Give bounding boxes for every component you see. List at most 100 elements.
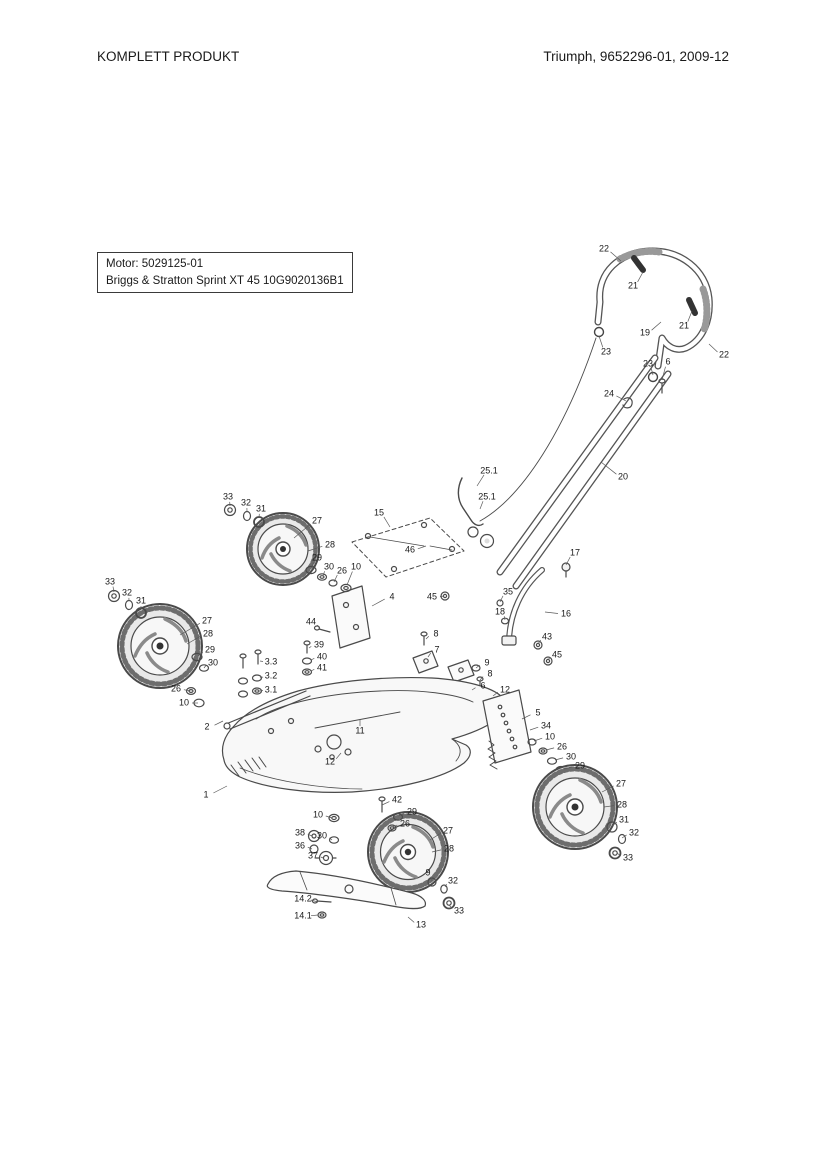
callout-leader-line [565, 556, 571, 566]
part-callout: 10 [545, 731, 555, 741]
part-callout: 28 [325, 539, 335, 549]
callout-leader-line [448, 904, 453, 909]
callout-leader-line [650, 368, 654, 376]
callout-leader-line [708, 343, 718, 353]
callout-leader-line [601, 785, 614, 793]
rear-flap [230, 756, 267, 777]
callout-leader-line [687, 310, 693, 322]
callout-leader-line [661, 366, 666, 381]
part-callout: 26 [337, 565, 347, 575]
callout-leader-line [310, 914, 319, 917]
handle-bracket [501, 562, 571, 646]
part-callout: 18 [495, 606, 505, 616]
part-callout: 26 [171, 683, 181, 693]
callout-leader-line [308, 646, 312, 649]
part-callout: 42 [392, 794, 402, 804]
part-callout: 6 [480, 680, 485, 690]
part-callout: 31 [619, 814, 629, 824]
bracket-bolt [561, 562, 571, 572]
blade-adapter [318, 850, 334, 866]
part-callout: 10 [179, 697, 189, 707]
part-callout: 23 [601, 346, 611, 356]
part-callout: 4 [389, 591, 394, 601]
part-callout: 1 [203, 789, 208, 799]
part-callout: 7 [434, 644, 439, 654]
callout-leader-line [600, 461, 617, 475]
part-callout: 37 [308, 850, 318, 860]
callout-leader-line [310, 668, 315, 672]
part-callout: 21 [679, 320, 689, 330]
callout-leader-line [346, 571, 353, 586]
callout-leader-line [429, 832, 441, 841]
model-reference: Triumph, 9652296-01, 2009-12 [543, 49, 729, 64]
callout-leader-line [417, 545, 427, 550]
part-callout: 9 [425, 867, 430, 877]
callout-leader-line [616, 395, 627, 402]
part-callout: 8 [433, 628, 438, 638]
blade [266, 870, 427, 910]
section-title: KOMPLETT PRODUKT [97, 49, 240, 64]
callout-leader-line [547, 657, 551, 661]
part-callout: 30 [208, 657, 218, 667]
part-callout: 11 [355, 725, 364, 735]
part-callout: 31 [256, 503, 266, 513]
handle-grip [699, 285, 711, 334]
upper-handle-bar [594, 247, 713, 370]
part-callout: 3.3 [265, 656, 278, 666]
deck-brackets [339, 631, 497, 754]
callout-leader-line [431, 849, 442, 853]
part-callout: 46 [405, 544, 415, 554]
callout-leader-line [259, 676, 264, 679]
part-callout: 30 [324, 561, 334, 571]
control-lever [457, 477, 495, 549]
part-callout: 35 [503, 586, 513, 596]
callout-leader-line [310, 899, 319, 903]
part-callout: 45 [552, 649, 562, 659]
part-callout: 45 [427, 591, 437, 601]
callout-leader-line [310, 657, 315, 661]
part-callout: 27 [616, 778, 626, 788]
callout-leader-line [407, 916, 415, 923]
part-callout: 6 [665, 356, 670, 366]
callout-leader-line [320, 856, 324, 859]
callout-leader-line [203, 665, 207, 669]
callout-leader-line [371, 598, 385, 607]
part-callout: 5 [535, 707, 540, 717]
callout-leader-line [603, 805, 615, 808]
part-callout: 33 [454, 905, 464, 915]
part-callout: 29 [407, 806, 417, 816]
callout-leader-line [439, 595, 445, 597]
callout-leader-line [214, 720, 224, 726]
callout-leader-line [499, 595, 504, 603]
handle-grip [616, 247, 663, 263]
part-callout: 28 [617, 799, 627, 809]
part-callout: 32 [122, 587, 132, 597]
part-callout: 32 [241, 497, 251, 507]
callout-leader-line [381, 801, 390, 806]
callout-leader-line [521, 714, 531, 720]
callout-leader-line [333, 574, 338, 583]
callout-leader-line [197, 651, 204, 657]
part-callout: 2 [204, 721, 209, 731]
part-callout: 44 [306, 616, 316, 626]
callout-leader-line [544, 611, 559, 614]
part-callout: 36 [295, 840, 305, 850]
part-callout: 21 [628, 280, 638, 290]
part-callout: 33 [105, 576, 115, 586]
callout-leader-line [183, 689, 191, 692]
mulch-plate [351, 517, 465, 578]
callout-leader-line [444, 883, 447, 888]
wheel-bushings-upper [305, 565, 352, 593]
callout-leader-line [563, 766, 573, 770]
callout-leader-line [179, 622, 201, 636]
callout-leader-line [479, 676, 484, 681]
part-callout: 25.1 [478, 491, 496, 501]
control-cable [479, 337, 597, 522]
part-callout: 32 [629, 827, 639, 837]
callout-leader-line [293, 523, 311, 539]
part-callout: 26 [400, 818, 410, 828]
part-callout: 28 [444, 843, 454, 853]
wheel [532, 764, 618, 850]
